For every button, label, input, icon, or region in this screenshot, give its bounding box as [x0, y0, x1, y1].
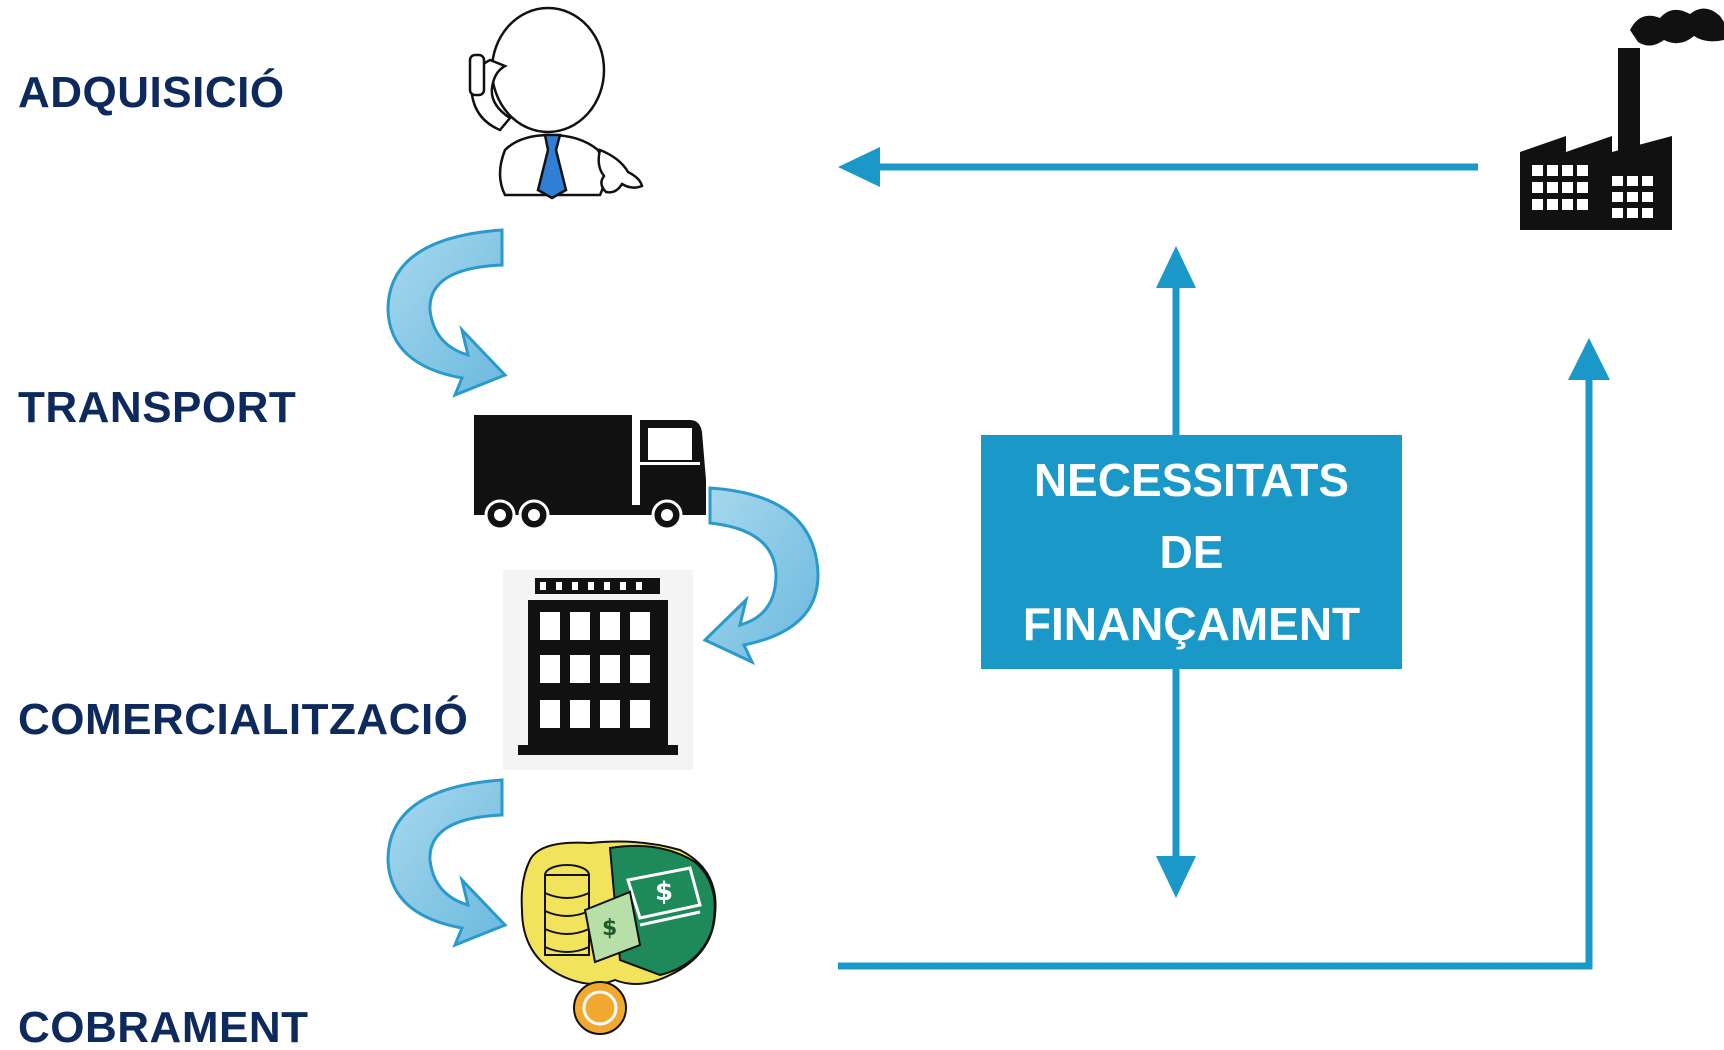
stage-label-acquisition: ADQUISICIÓ [18, 68, 285, 117]
svg-text:$: $ [655, 877, 673, 907]
svg-text:$: $ [602, 916, 617, 941]
building-icon [503, 570, 693, 770]
arrow-financing-up [1156, 246, 1196, 435]
money-coins-icon: $ $ [520, 840, 717, 1035]
curved-arrow-commercialization-to-collection [386, 778, 508, 948]
stage-label-collection: COBRAMENT [18, 1003, 309, 1050]
financing-line-3: FINANÇAMENT [1022, 598, 1361, 650]
arrow-supplier-to-acquisition [838, 147, 1478, 187]
financing-line-1: NECESSITATS [1033, 454, 1350, 506]
arrow-collection-to-supplier [838, 338, 1610, 970]
businessman-phone-icon [468, 6, 644, 200]
stage-label-commercialization: COMERCIALITZACIÓ [18, 695, 469, 744]
stage-label-transport: TRANSPORT [18, 383, 297, 432]
arrow-financing-down [1156, 669, 1196, 898]
factory-icon [1520, 8, 1724, 230]
curved-arrow-transport-to-commercialization [702, 486, 820, 666]
curved-arrow-acquisition-to-transport [386, 228, 508, 398]
financing-line-2: DE [1159, 526, 1224, 578]
truck-icon [474, 415, 706, 531]
financing-needs-box: NECESSITATS DE FINANÇAMENT [981, 435, 1402, 669]
